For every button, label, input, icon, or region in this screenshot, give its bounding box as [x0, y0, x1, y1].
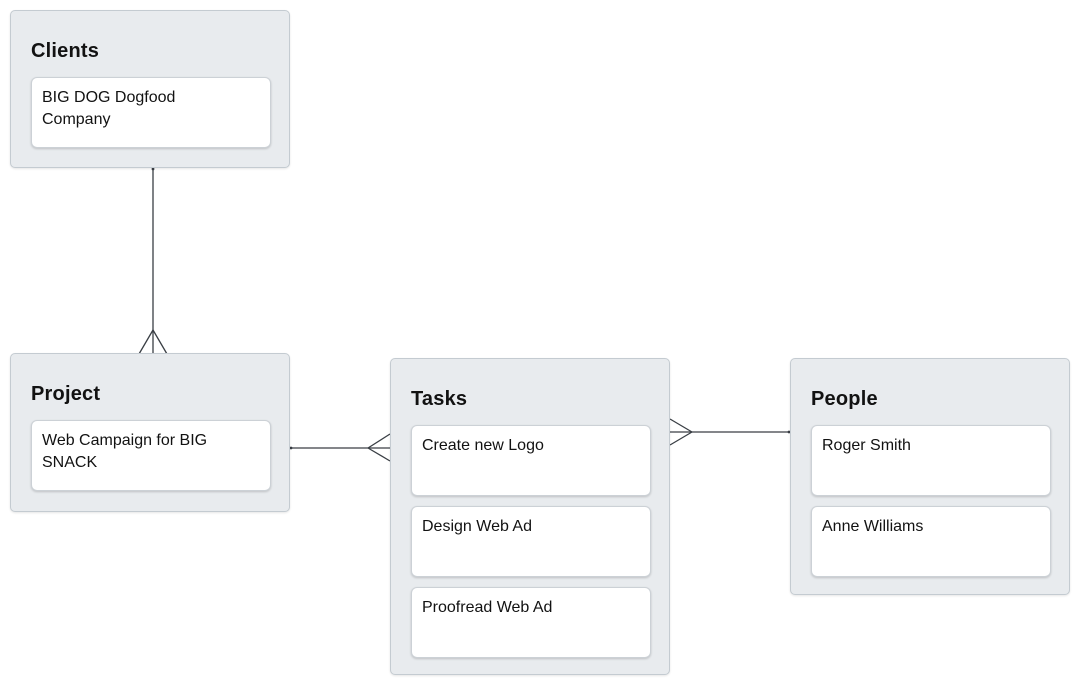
entity-card-person[interactable]: Roger Smith — [811, 425, 1051, 496]
entity-title-clients: Clients — [31, 40, 100, 62]
entity-card-list: BIG DOG Dogfood Company — [31, 77, 271, 148]
entity-card-task[interactable]: Design Web Ad — [411, 506, 651, 577]
entity-people[interactable]: People Roger Smith Anne Williams — [790, 358, 1070, 595]
entity-card-list: Web Campaign for BIG SNACK — [31, 420, 271, 491]
entity-title-people: People — [811, 388, 878, 410]
crow-foot-many-icon — [669, 418, 693, 446]
card-label: Design Web Ad — [422, 518, 532, 535]
entity-title-tasks: Tasks — [411, 388, 468, 410]
connector-endpoint — [289, 446, 293, 450]
card-label: Proofread Web Ad — [422, 599, 553, 616]
card-label: Web Campaign for BIG SNACK — [42, 432, 208, 471]
entity-card-list: Roger Smith Anne Williams — [811, 425, 1051, 577]
card-label: Roger Smith — [822, 437, 911, 454]
connector-endpoint — [151, 167, 155, 171]
entity-card-list: Create new Logo Design Web Ad Proofread … — [411, 425, 651, 658]
crow-foot-many-icon — [138, 329, 168, 355]
entity-project[interactable]: Project Web Campaign for BIG SNACK — [10, 353, 290, 512]
entity-card-client[interactable]: BIG DOG Dogfood Company — [31, 77, 271, 148]
crow-foot-many-icon — [367, 433, 391, 462]
entity-card-project[interactable]: Web Campaign for BIG SNACK — [31, 420, 271, 491]
connector-project-tasks[interactable] — [289, 433, 391, 462]
entity-card-task[interactable]: Create new Logo — [411, 425, 651, 496]
card-label: Create new Logo — [422, 437, 544, 454]
connector-people-tasks[interactable] — [669, 418, 791, 446]
connector-endpoint — [787, 430, 791, 434]
connector-clients-project[interactable] — [138, 167, 168, 355]
entity-card-person[interactable]: Anne Williams — [811, 506, 1051, 577]
entity-title-project: Project — [31, 383, 101, 405]
card-label: BIG DOG Dogfood Company — [42, 89, 176, 128]
card-label: Anne Williams — [822, 518, 924, 535]
entity-card-task[interactable]: Proofread Web Ad — [411, 587, 651, 658]
entity-clients[interactable]: Clients BIG DOG Dogfood Company — [10, 10, 290, 168]
entity-tasks[interactable]: Tasks Create new Logo Design Web Ad Proo… — [390, 358, 670, 675]
